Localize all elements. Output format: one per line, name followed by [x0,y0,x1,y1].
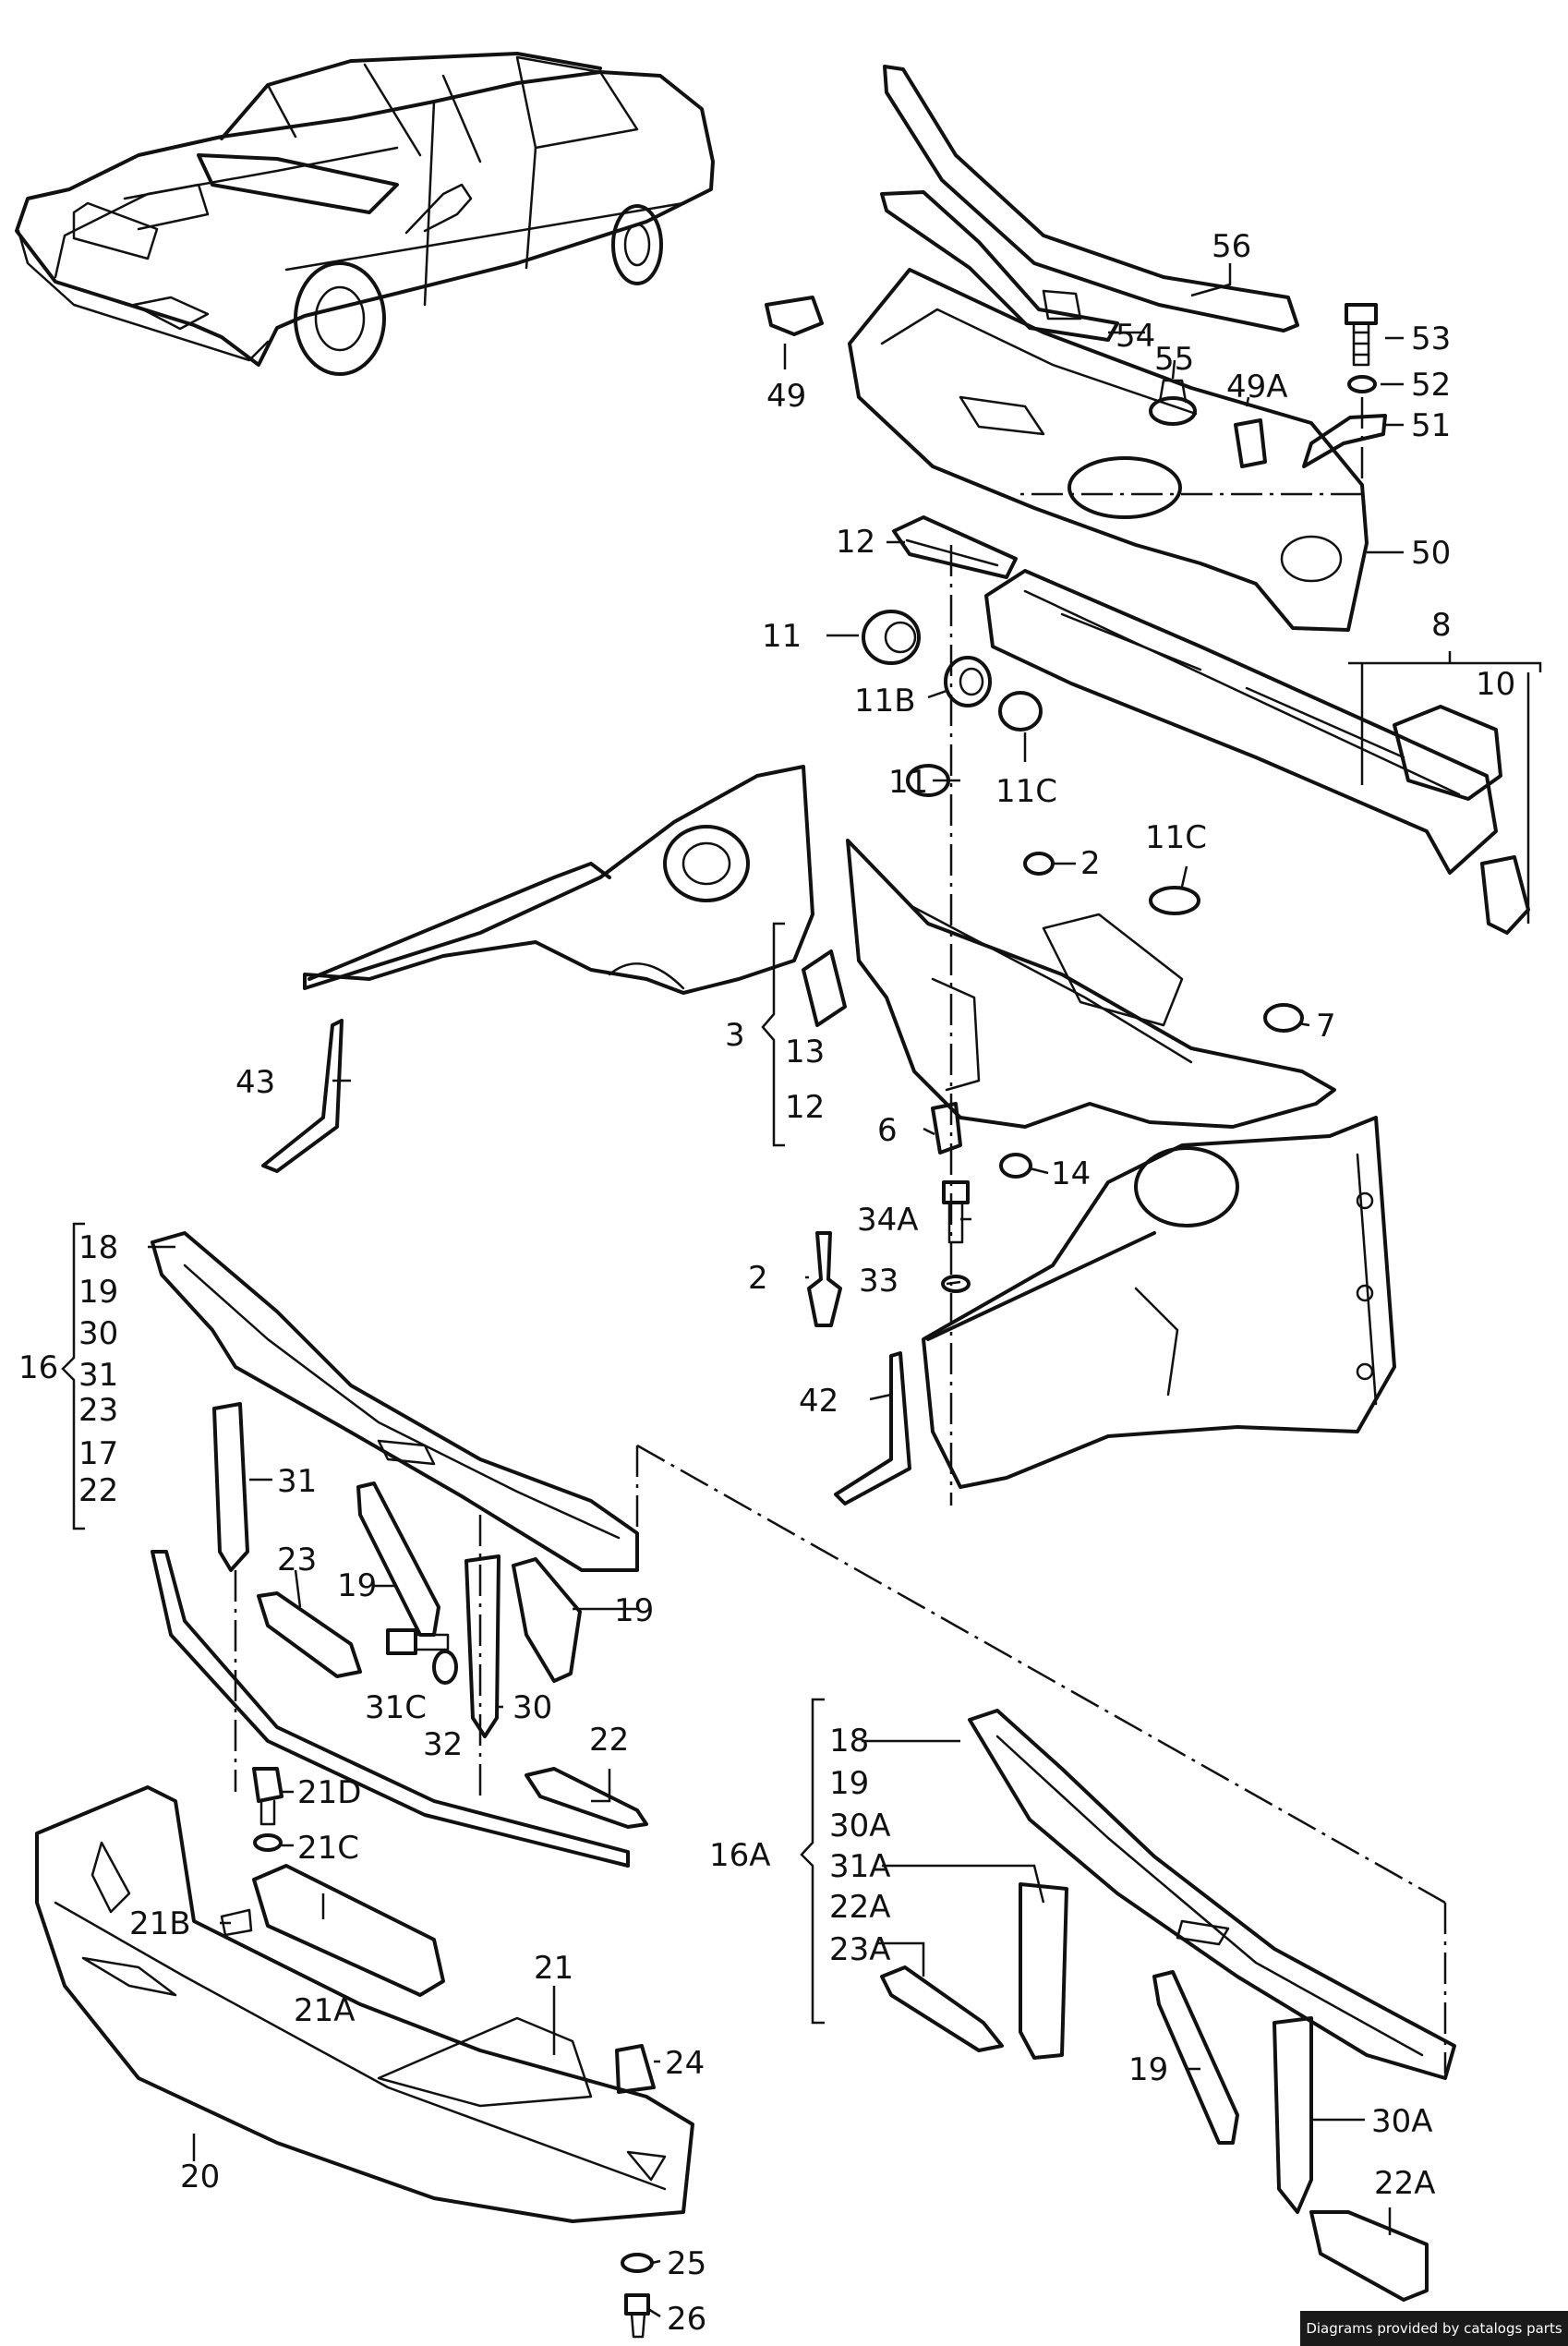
lock-carrier-group [151,1231,648,1868]
callout: 22 [589,1722,629,1759]
callout: 33 [859,1263,899,1300]
callout: 32 [423,1726,463,1763]
callout: 16A [709,1837,771,1874]
callout: 22A [1374,2165,1436,2202]
callout: 19 [614,1592,654,1629]
callout: 2 [1080,845,1101,882]
callout: 54 [1116,318,1155,355]
callout: 12 [836,524,875,561]
callout: 31C [365,1689,427,1726]
callout: 18 [829,1723,869,1760]
callout: 2 [748,1260,768,1297]
car-illustration [15,52,715,376]
callout: 31 [78,1357,118,1394]
callout: 31 [277,1463,317,1500]
callout: 22A [829,1889,891,1926]
callout: 49 [766,378,806,415]
centerlines [234,397,1447,2074]
callout: 30 [513,1689,552,1726]
callout: 21B [129,1905,191,1942]
callout: 23A [829,1931,891,1968]
callout: 26 [667,2301,706,2338]
callout: 19 [829,1765,869,1802]
callout: 49A [1226,369,1288,405]
callout: 21 [534,1950,573,1987]
callout: 13 [785,1034,825,1070]
front-apron [35,1767,694,2339]
callout: 53 [1411,320,1451,357]
callout: 11 [762,618,802,655]
callout: 23 [78,1392,118,1429]
callout: 3 [725,1017,745,1054]
callout: 6 [877,1112,898,1149]
callout: 18 [78,1229,118,1266]
callout: 12 [785,1089,825,1126]
callout: 25 [667,2245,706,2282]
callout: 55 [1154,341,1194,378]
group-brackets [61,651,1542,2025]
callout: 21D [297,1774,361,1811]
callout: 19 [1128,2051,1168,2088]
callout: 51 [1411,407,1451,444]
callout: 16 [18,1349,58,1386]
callout: 43 [235,1064,275,1101]
callout: 10 [1476,666,1515,703]
callout: 30A [829,1808,891,1844]
callout: 22 [78,1472,118,1509]
callout: 19 [337,1567,377,1604]
callout: 17 [78,1435,118,1472]
callout: 11C [1145,819,1207,856]
callout: 34A [857,1202,919,1239]
left-wheelhouse [261,765,814,1173]
lock-carrier-16a-group [880,1709,1456,2302]
callout: 30 [78,1315,118,1352]
callout: 11 [888,764,928,801]
callout: 11B [854,683,916,720]
callout: 56 [1212,228,1251,265]
callout: 7 [1316,1008,1336,1045]
callout: 21C [297,1830,359,1867]
bulkhead-group [802,764,1336,1179]
callout: 50 [1411,535,1451,572]
leader-lines [148,263,1404,2318]
callout: 8 [1431,607,1452,644]
callout: 30A [1371,2103,1433,2140]
callout: 14 [1051,1155,1091,1192]
callout: 24 [665,2045,705,2082]
callout: 23 [277,1542,317,1578]
callout: 52 [1411,367,1451,404]
callout: 11C [995,773,1057,810]
credit-banner: Diagrams provided by catalogs parts [1300,2311,1568,2346]
callout: 31A [829,1848,891,1885]
right-wheelhouse [807,1116,1396,1506]
callout: 19 [78,1274,118,1311]
callout: 20 [180,2159,220,2195]
cowl-panel-group [765,65,1530,935]
callout: 42 [799,1383,838,1420]
callout: 21A [294,1992,356,2029]
callout-labels: 56 54 53 55 52 49 49A 51 50 12 8 11 10 1… [18,228,1515,2338]
